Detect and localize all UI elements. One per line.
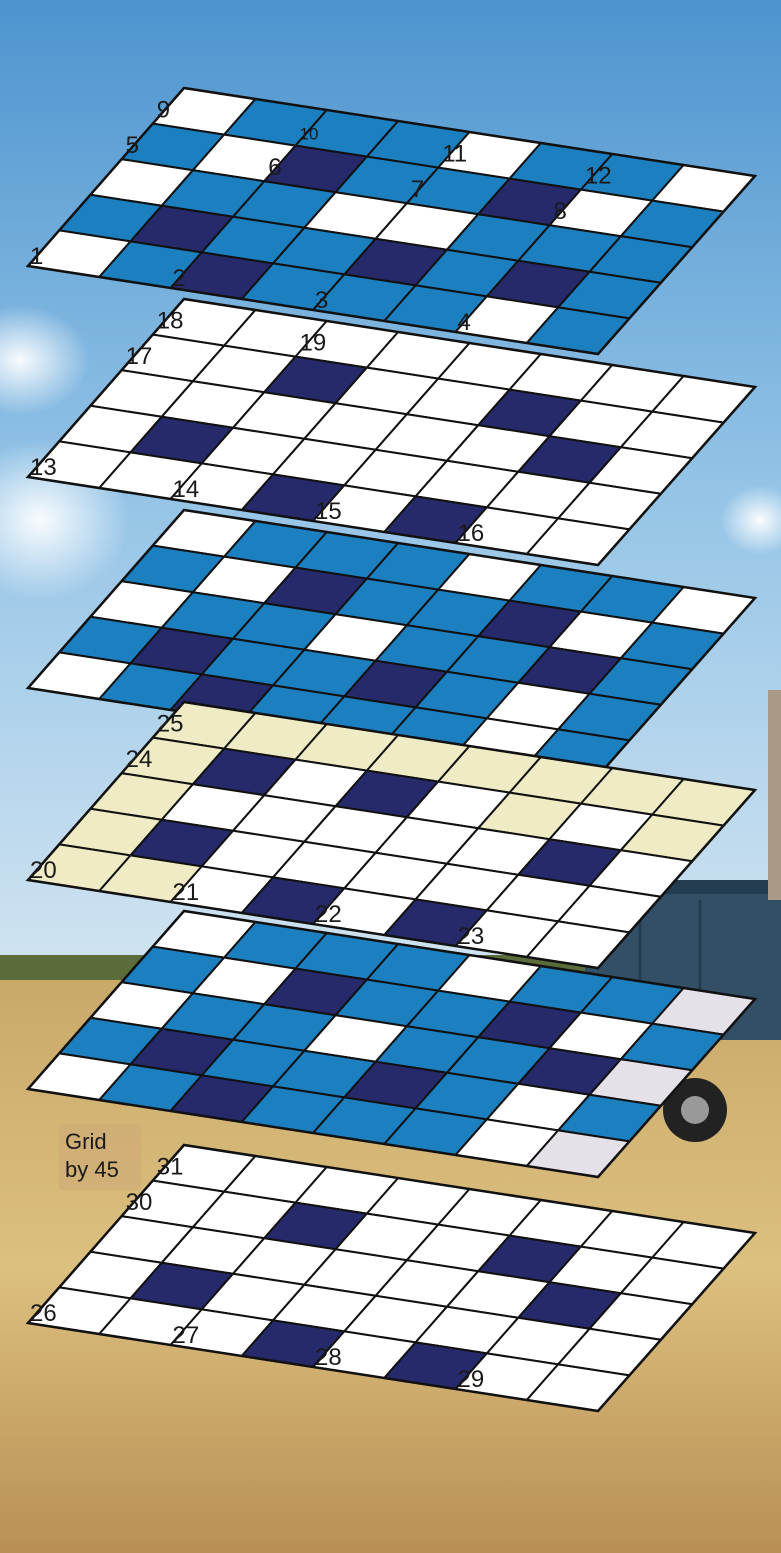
cell-number-label: 26 bbox=[30, 1300, 57, 1327]
cell-number-label: 30 bbox=[126, 1189, 153, 1216]
cell-number-label: 4 bbox=[458, 309, 471, 336]
grid-caption: Grid by 45 bbox=[59, 1124, 141, 1190]
cell-number-label: 18 bbox=[157, 308, 184, 335]
cell-number-label: 23 bbox=[458, 923, 485, 950]
cell-number-label: 3 bbox=[315, 287, 328, 314]
cell-number-label: 9 bbox=[157, 97, 170, 124]
cell-number-label: 16 bbox=[458, 520, 485, 547]
cell-number-label: 17 bbox=[126, 343, 153, 370]
cell-number-label: 15 bbox=[315, 498, 342, 525]
cell-number-label: 19 bbox=[300, 330, 327, 357]
cell-number-label: 1 bbox=[30, 243, 43, 270]
cell-number-label: 6 bbox=[268, 154, 281, 181]
cell-number-label: 14 bbox=[173, 476, 200, 503]
cell-number-label: 2 bbox=[173, 265, 186, 292]
cell-number-label: 25 bbox=[157, 711, 184, 738]
caption-line-1: Grid bbox=[65, 1128, 141, 1156]
cell-number-label: 28 bbox=[315, 1344, 342, 1371]
cell-number-label: 13 bbox=[30, 454, 57, 481]
cell-number-label: 12 bbox=[585, 163, 612, 190]
cell-number-label: 21 bbox=[173, 879, 200, 906]
cell-number-label: 22 bbox=[315, 901, 342, 928]
cell-number-label: 11 bbox=[442, 141, 467, 168]
cell-number-label: 10 bbox=[300, 125, 319, 144]
cell-number-label: 27 bbox=[173, 1322, 200, 1349]
cell-number-label: 7 bbox=[411, 176, 424, 203]
cell-number-label: 31 bbox=[157, 1154, 184, 1181]
cell-number-label: 29 bbox=[458, 1366, 485, 1393]
cell-number-label: 8 bbox=[554, 198, 567, 225]
caption-line-2: by 45 bbox=[65, 1156, 141, 1184]
farmer-figure bbox=[768, 690, 781, 900]
cell-number-label: 20 bbox=[30, 857, 57, 884]
cell-number-label: 24 bbox=[126, 746, 153, 773]
cell-number-label: 5 bbox=[126, 132, 139, 159]
